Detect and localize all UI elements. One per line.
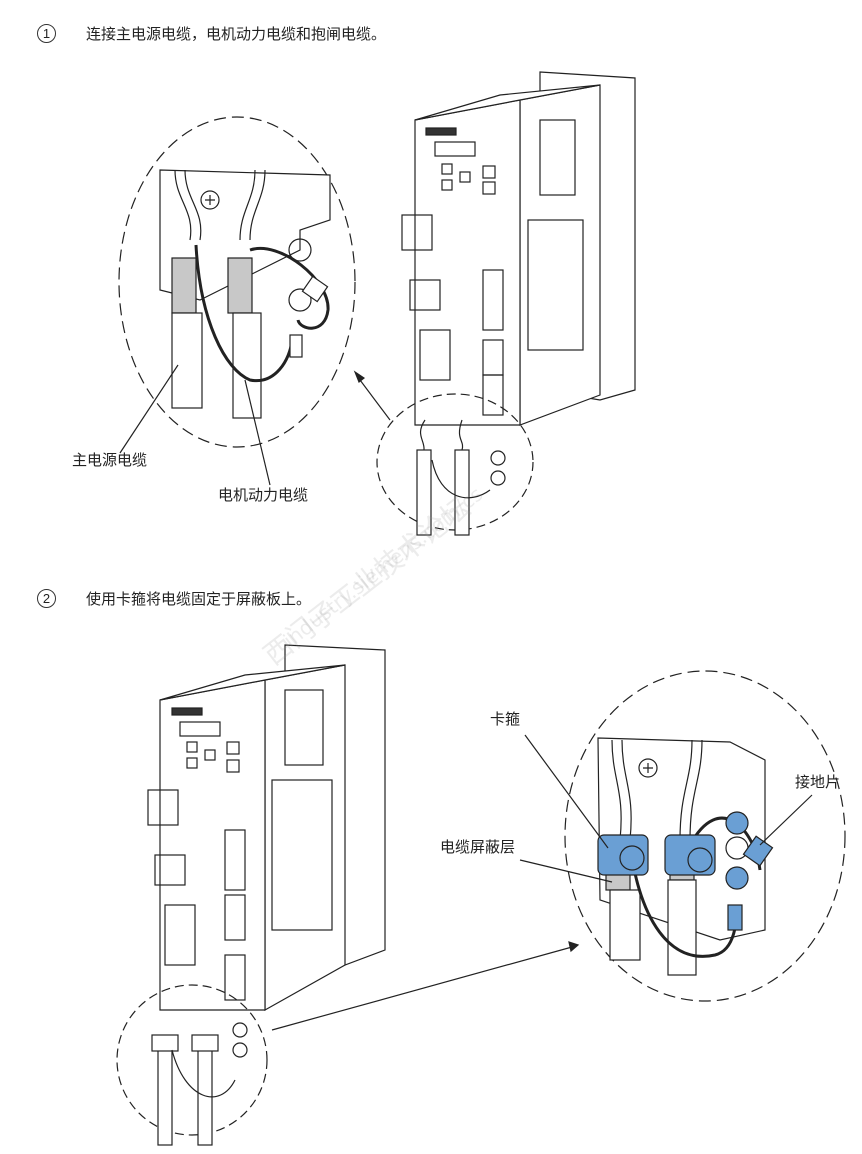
step-number: 2 xyxy=(37,589,56,608)
siemens-logo xyxy=(425,127,457,136)
detail-view-2 xyxy=(597,737,774,976)
leader-ground-plate xyxy=(759,794,813,846)
cable-shield xyxy=(227,257,253,314)
step-1: 1 连接主电源电缆，电机动力电缆和抱闸电缆。 xyxy=(37,23,386,44)
label-main-power-cable: 主电源电缆 xyxy=(72,451,148,469)
drive-unit-1 xyxy=(401,71,636,426)
main-power-cable xyxy=(171,312,203,409)
label-ground-plate: 接地片 xyxy=(795,773,841,791)
detail-circle-small-2 xyxy=(116,984,268,1136)
display xyxy=(434,141,476,157)
label-clamp: 卡箍 xyxy=(490,710,521,728)
motor-power-cable xyxy=(232,312,262,419)
display xyxy=(179,721,221,737)
step-text: 使用卡箍将电缆固定于屏蔽板上。 xyxy=(86,590,312,608)
leader-clamp xyxy=(524,734,609,849)
drive-unit-2 xyxy=(147,644,386,1012)
detail-circle-large-2 xyxy=(564,670,846,1002)
leader-shield xyxy=(519,859,613,883)
connector xyxy=(401,214,433,251)
arrow-1 xyxy=(356,375,391,421)
down-key xyxy=(441,179,453,191)
arrow-2 xyxy=(271,946,573,1031)
up-key xyxy=(441,163,453,175)
cable-shield xyxy=(171,257,197,314)
label-motor-power-cable: 电机动力电缆 xyxy=(218,486,309,504)
ground-plate-screw xyxy=(725,811,749,835)
step-text: 连接主电源电缆，电机动力电缆和抱闸电缆。 xyxy=(86,25,387,43)
label-cable-shield: 电缆屏蔽层 xyxy=(440,838,516,856)
cables-small-1 xyxy=(416,419,506,536)
left-key xyxy=(459,171,471,183)
leader-motor-power xyxy=(244,379,271,486)
siemens-logo xyxy=(171,707,203,716)
step-2: 2 使用卡箍将电缆固定于屏蔽板上。 xyxy=(37,588,311,609)
m-key xyxy=(482,165,496,179)
detail-view-1 xyxy=(159,169,331,419)
leader-main-power xyxy=(119,364,179,454)
detail-circle-large-1 xyxy=(118,116,356,448)
ground-plate xyxy=(742,835,774,867)
step-number: 1 xyxy=(37,24,56,43)
ok-key xyxy=(482,181,496,195)
cables-small-2 xyxy=(151,1022,248,1146)
